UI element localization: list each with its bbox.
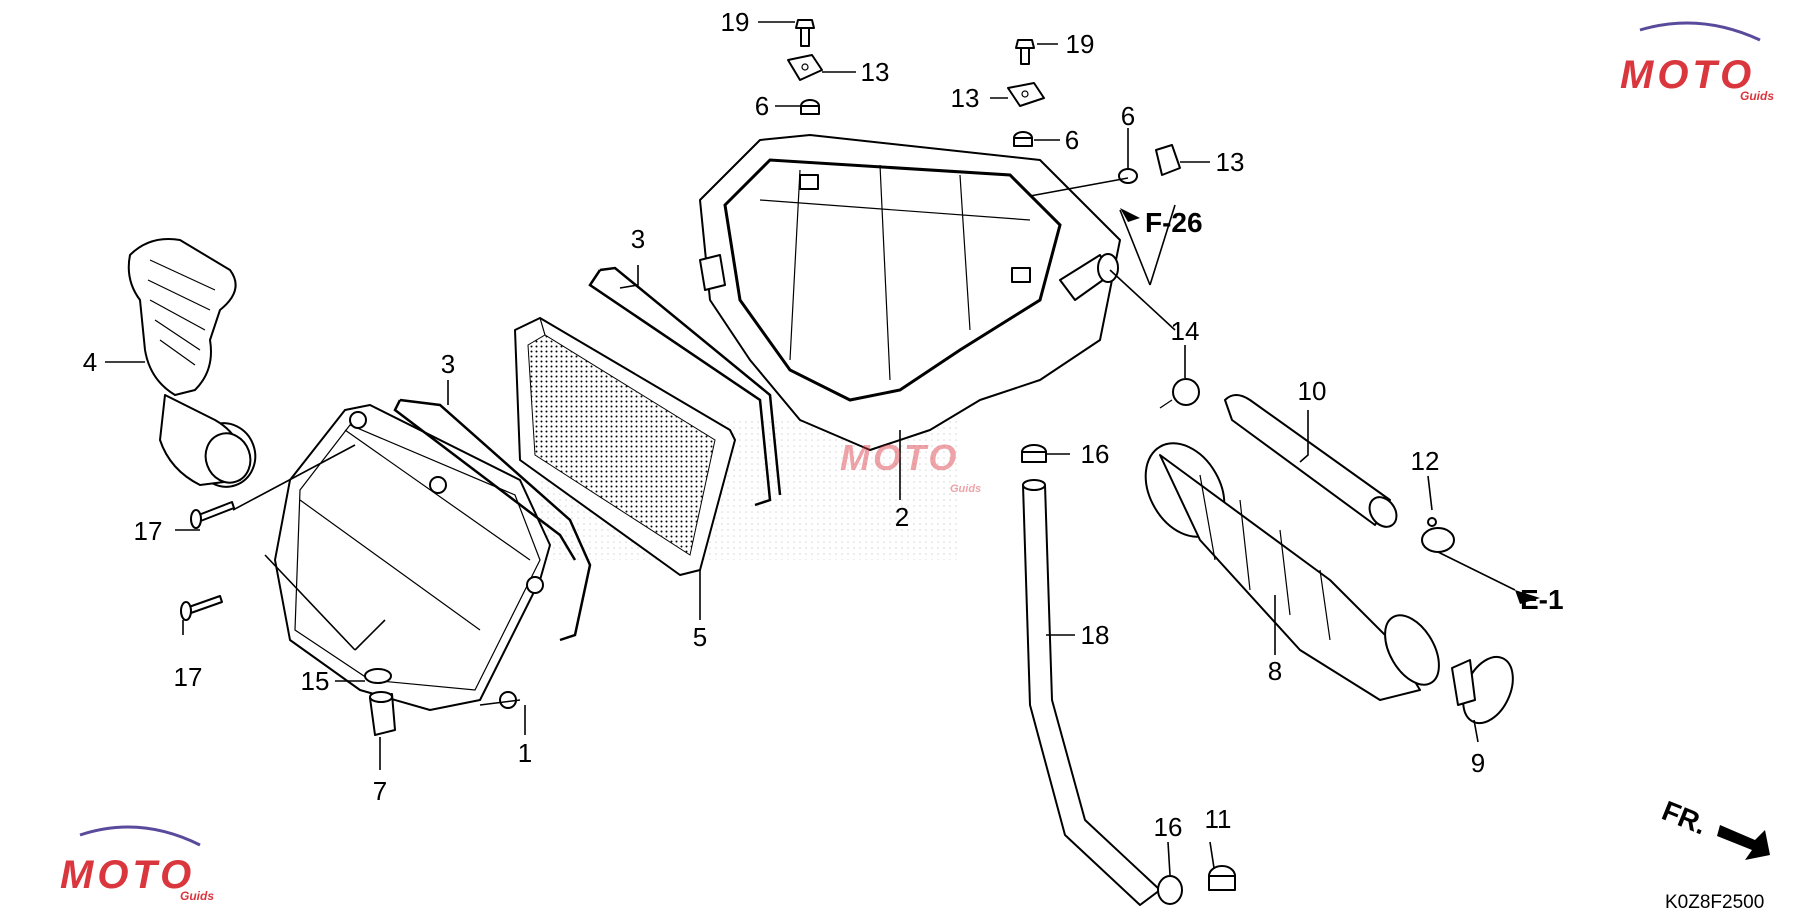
part-case[interactable]	[699, 134, 1121, 451]
ref-e1: E-1	[1520, 584, 1564, 615]
part-intake-duct[interactable]	[127, 238, 264, 495]
watermark-sub-center: Guids	[950, 483, 981, 495]
callout-19-right: 19	[1066, 29, 1095, 59]
callout-10: 10	[1298, 376, 1327, 406]
callout-17-lower: 17	[174, 662, 203, 692]
part-collar-6-left[interactable]	[800, 99, 820, 115]
callout-13-right: 13	[951, 83, 980, 113]
watermark-center: MOTO Guids	[840, 437, 981, 495]
callout-6-right: 6	[1065, 125, 1079, 155]
callout-9: 9	[1471, 748, 1485, 778]
part-collar-6-far[interactable]	[1118, 168, 1138, 184]
part-tube-10[interactable]	[1224, 394, 1402, 532]
part-clip-16-top[interactable]	[1021, 444, 1047, 463]
reference-arrows	[1120, 208, 1770, 860]
watermark-top-right: MOTO Guids	[1620, 21, 1774, 103]
part-nut-13-left[interactable]	[787, 54, 823, 81]
part-clip-15[interactable]	[364, 668, 392, 684]
callout-4: 4	[83, 347, 97, 377]
part-filter-element[interactable]	[514, 317, 736, 576]
watermark-sub-top: Guids	[1740, 89, 1774, 103]
callout-13-far: 13	[1216, 147, 1245, 177]
part-screw-17-upper[interactable]	[190, 501, 235, 529]
part-seal-right[interactable]	[588, 266, 782, 507]
part-bolt-19-left[interactable]	[795, 19, 815, 47]
callout-3-left: 3	[441, 349, 455, 379]
callout-6-left: 6	[755, 91, 769, 121]
callout-11: 11	[1205, 804, 1232, 834]
callout-3-right: 3	[631, 224, 645, 254]
watermark-brand-top: MOTO	[1620, 53, 1755, 97]
callout-15: 15	[301, 666, 330, 696]
ref-f26: F-26	[1145, 207, 1203, 238]
leader-lines	[105, 21, 1516, 876]
callout-13-left: 13	[861, 57, 890, 87]
part-cover[interactable]	[274, 404, 551, 711]
part-nut-13-far[interactable]	[1155, 144, 1181, 176]
part-clamp-12[interactable]	[1421, 517, 1455, 553]
part-bolt-19-right[interactable]	[1015, 39, 1035, 65]
callout-1: 1	[518, 738, 532, 768]
part-drain-tube-18[interactable]	[1022, 479, 1161, 906]
part-clip-16-bottom[interactable]	[1157, 875, 1183, 905]
callout-18: 18	[1081, 620, 1110, 650]
watermark-brand-center: MOTO	[840, 437, 959, 478]
part-clip-14[interactable]	[1159, 378, 1200, 409]
callout-7: 7	[373, 776, 387, 806]
callout-2: 2	[895, 502, 909, 532]
part-plug-7[interactable]	[369, 691, 396, 736]
diagram-code: K0Z8F2500	[1665, 892, 1764, 913]
callout-17-upper: 17	[134, 516, 163, 546]
watermark-sub-bottom: Guids	[180, 889, 214, 903]
part-funnel-8[interactable]	[1130, 429, 1450, 701]
callout-14: 14	[1171, 316, 1200, 346]
part-seal-left[interactable]	[393, 398, 592, 642]
callout-8: 8	[1268, 656, 1282, 686]
part-nut-13-right[interactable]	[1007, 82, 1045, 107]
part-collar-6-right[interactable]	[1013, 131, 1033, 147]
callout-12: 12	[1411, 446, 1440, 476]
watermark-bottom-left: MOTO Guids	[60, 825, 214, 903]
callout-16-bottom: 16	[1154, 812, 1183, 842]
callout-16-top: 16	[1081, 439, 1110, 469]
part-cap-11[interactable]	[1208, 865, 1236, 891]
watermark-brand-bottom: MOTO	[60, 853, 195, 897]
callout-5: 5	[693, 622, 707, 652]
ref-front: FR.	[1658, 795, 1711, 841]
callout-19-left: 19	[721, 7, 750, 37]
part-screw-17-lower[interactable]	[180, 595, 223, 621]
callout-6-far: 6	[1121, 101, 1135, 131]
part-cap-9[interactable]	[1451, 649, 1523, 731]
